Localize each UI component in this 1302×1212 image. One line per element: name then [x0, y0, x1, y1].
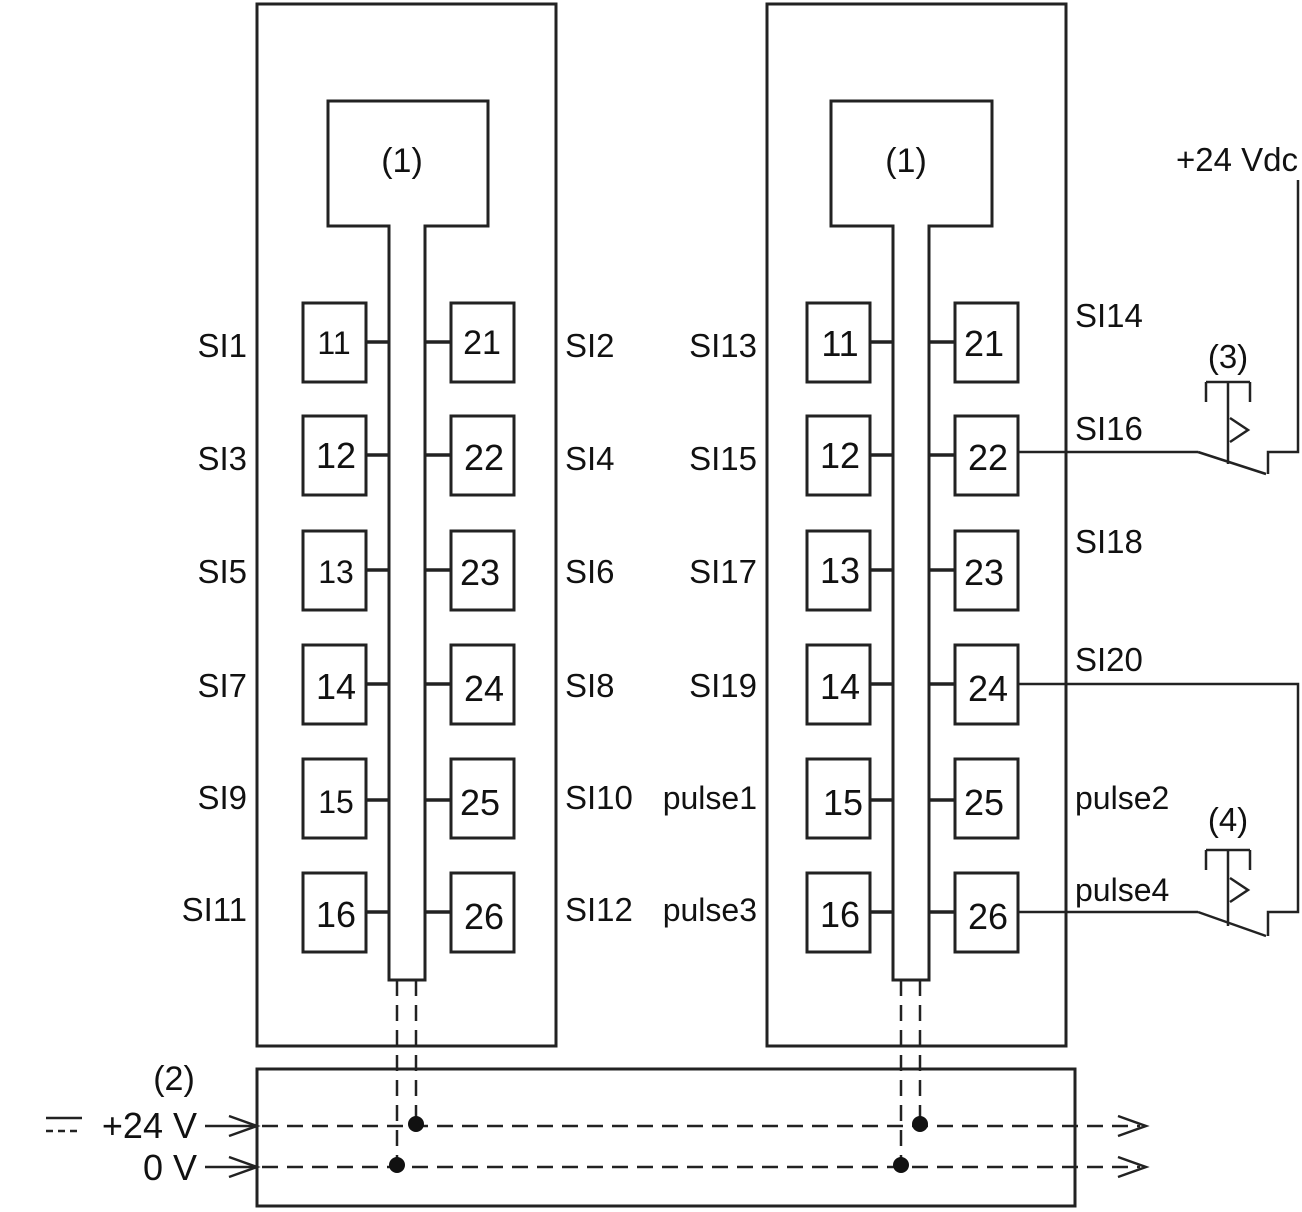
input-label: SI20 [1075, 641, 1143, 678]
module-1-terminal-row: 11 21 SI1 SI2 [197, 301, 615, 384]
input-label: SI3 [197, 440, 247, 477]
module-1-controller-label: (1) [381, 142, 423, 180]
terminal-number: 13 [318, 554, 354, 590]
input-label: SI6 [565, 553, 615, 590]
input-label: pulse4 [1075, 872, 1169, 908]
module-2-controller [829, 99, 994, 982]
input-label: SI9 [197, 779, 247, 816]
terminal-number: 11 [821, 323, 858, 364]
external-wiring: +24 Vdc (3) (4) [1018, 141, 1300, 938]
input-label: SI12 [565, 891, 633, 928]
input-label: pulse1 [663, 780, 757, 816]
junction-dot [389, 1157, 405, 1173]
terminal-number: 15 [318, 784, 354, 820]
terminal-number: 24 [968, 668, 1008, 709]
input-label: SI4 [565, 440, 615, 477]
pushbutton-switch-3-icon [1018, 380, 1267, 476]
input-label: pulse2 [1075, 780, 1169, 816]
module-2-terminal-row: 14 24 SI19 SI20 [689, 641, 1143, 726]
terminal-number: 26 [968, 896, 1008, 937]
loop-wire [1018, 682, 1300, 936]
module-1-terminal-row: 12 22 SI3 SI4 [197, 414, 615, 497]
input-label: SI17 [689, 553, 757, 590]
terminal-number: 12 [820, 435, 860, 476]
rail-24v-label: +24 V [102, 1105, 197, 1146]
supply-wire [1266, 180, 1300, 474]
junction-dot [893, 1157, 909, 1173]
terminal-number: 21 [463, 324, 501, 362]
junction-dot [912, 1116, 928, 1132]
bus-backplane: (2) +24 V 0 V [46, 980, 1150, 1208]
arrow-icon [1117, 1114, 1150, 1138]
rail-0v-label: 0 V [143, 1147, 197, 1188]
terminal-number: 25 [964, 782, 1004, 823]
terminal-number: 15 [823, 782, 863, 823]
module-1-terminal-row: 14 24 SI7 SI8 [197, 643, 615, 726]
terminal-number: 22 [968, 437, 1008, 478]
arrow-icon [228, 1114, 261, 1138]
terminal-number: 14 [316, 666, 356, 707]
bus-label: (2) [153, 1060, 195, 1098]
input-label: SI16 [1075, 410, 1143, 447]
module-2-terminal-row: 12 22 SI15 SI16 [689, 410, 1143, 497]
switch-3-label: (3) [1208, 338, 1248, 375]
bus-housing [255, 1067, 1077, 1208]
supply-voltage-label: +24 Vdc [1176, 141, 1298, 178]
switch-4-label: (4) [1208, 801, 1248, 838]
input-label: SI5 [197, 553, 247, 590]
arrow-icon [1117, 1155, 1150, 1179]
module-2-controller-label: (1) [885, 142, 927, 180]
module-2-terminal-row: 15 25 pulse1 pulse2 [663, 757, 1169, 840]
input-label: SI14 [1075, 297, 1143, 334]
module-2-housing [765, 2, 1068, 1048]
arrow-icon [228, 1155, 261, 1179]
module-1-controller [326, 99, 490, 982]
terminal-number: 13 [820, 550, 860, 591]
terminal-number: 12 [316, 435, 356, 476]
terminal-number: 26 [464, 896, 504, 937]
terminal-number: 21 [964, 323, 1004, 364]
module-1: (1) 11 21 SI1 SI2 12 22 SI3 SI4 [182, 2, 633, 1048]
input-label: SI11 [182, 891, 247, 928]
module-1-terminal-row: 16 26 SI11 SI12 [182, 871, 633, 954]
terminal-number: 16 [820, 894, 860, 935]
input-label: SI15 [689, 440, 757, 477]
module-1-housing [255, 2, 558, 1048]
input-label: SI18 [1075, 523, 1143, 560]
module-2-terminal-row: 13 23 SI17 SI18 [689, 523, 1143, 612]
terminal-number: 23 [964, 552, 1004, 593]
terminal-number: 25 [460, 782, 500, 823]
module-2-terminal-row: 16 26 pulse3 pulse4 [663, 871, 1169, 954]
terminal-number: 11 [317, 325, 350, 361]
input-label: SI7 [197, 667, 247, 704]
terminal-number: 14 [820, 666, 860, 707]
terminal-number: 16 [316, 894, 356, 935]
input-label: SI2 [565, 327, 615, 364]
input-label: SI1 [197, 327, 247, 364]
module-2: (1) 11 21 SI13 SI14 12 22 SI15 SI16 [663, 2, 1169, 1048]
input-label: pulse3 [663, 892, 757, 928]
terminal-number: 22 [464, 437, 504, 478]
junction-dot [408, 1116, 424, 1132]
input-label: SI19 [689, 667, 757, 704]
input-label: SI10 [565, 779, 633, 816]
input-label: SI8 [565, 667, 615, 704]
dc-supply-symbol-icon [46, 1116, 82, 1133]
terminal-number: 23 [460, 552, 500, 593]
pushbutton-switch-4-icon [1018, 848, 1267, 938]
terminal-number: 24 [464, 668, 504, 709]
input-label: SI13 [689, 327, 757, 364]
module-1-terminal-row: 15 25 SI9 SI10 [197, 757, 633, 840]
module-2-terminal-row: 11 21 SI13 SI14 [689, 297, 1143, 384]
module-1-terminal-row: 13 23 SI5 SI6 [197, 529, 615, 612]
